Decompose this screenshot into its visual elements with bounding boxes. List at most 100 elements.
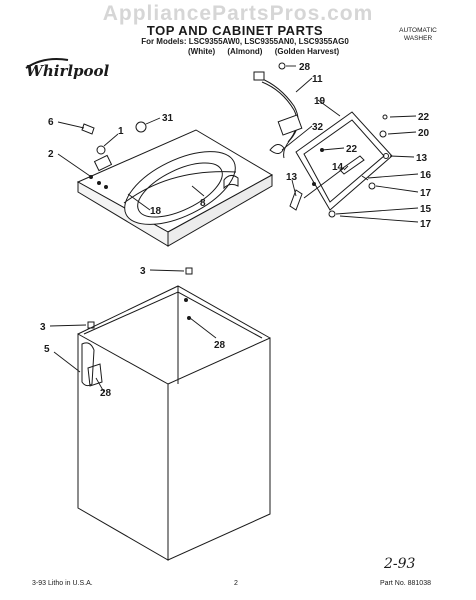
- bracket-28-low: [87, 363, 103, 387]
- callout-28-mid: 28: [214, 340, 226, 351]
- leader-32: [281, 125, 313, 151]
- pin-16: [361, 175, 369, 181]
- callout-5: 5: [44, 344, 50, 355]
- tub-ring-seam: [123, 171, 237, 204]
- screw-28-top: [278, 62, 286, 70]
- hinge-part-13: [289, 189, 303, 211]
- cabinet-front: [77, 333, 169, 561]
- tub-opening-inner: [137, 162, 223, 218]
- leader-11: [295, 77, 313, 93]
- hinge-part-14: [339, 155, 365, 175]
- footer-page-number: 2: [234, 580, 238, 587]
- handwritten-note: 2-93: [384, 556, 416, 572]
- callout-22-top: 22: [418, 112, 430, 123]
- top-left-bracket: [93, 154, 113, 172]
- lid-hinge-hole-b: [312, 182, 316, 186]
- model-numbers: For Models: LSC9355AW0, LSC9355AN0, LSC9…: [141, 37, 349, 46]
- appliance-type: AUTOMATIC WASHER: [388, 27, 448, 43]
- clip-part-6: [81, 123, 95, 135]
- cabinet-screw-hole-a: [184, 298, 188, 302]
- callout-28-top: 28: [299, 62, 311, 73]
- leader-19: [317, 99, 341, 117]
- callout-8: 8: [200, 198, 206, 209]
- tub-opening: [124, 151, 236, 225]
- leader-28-mid: [189, 317, 217, 339]
- callout-28-low: 28: [100, 388, 112, 399]
- callout-19: 19: [314, 96, 326, 107]
- lid-hinge-recess: [223, 174, 239, 190]
- footer-litho: 3-93 Litho in U.S.A.: [32, 580, 93, 587]
- watermark: AppliancePartsPros.com: [102, 2, 374, 25]
- leader-1: [103, 133, 119, 147]
- clip-part-3-top: [185, 267, 193, 275]
- callout-14: 14: [332, 162, 344, 173]
- leader-14: [343, 165, 349, 171]
- leader-22-top: [389, 115, 417, 118]
- washer-top-side-edge: [167, 174, 273, 247]
- leader-2: [57, 153, 91, 177]
- top-screw-hole-b: [97, 181, 101, 185]
- callout-22-mid: 22: [346, 144, 358, 155]
- top-screw-hole-a: [89, 175, 93, 179]
- leader-3-bottom: [49, 324, 87, 327]
- clip-part-1: [96, 145, 106, 155]
- callout-13-right: 13: [416, 153, 428, 164]
- callout-3-bottom: 3: [40, 322, 46, 333]
- page-title: TOP AND CABINET PARTS: [146, 23, 324, 38]
- color-golden-harvest: (Golden Harvest): [274, 47, 340, 56]
- leader-15: [335, 207, 419, 215]
- callout-32: 32: [312, 122, 324, 133]
- leader-17-a: [375, 185, 419, 193]
- clip-part-31: [135, 121, 147, 133]
- washer-15: [328, 210, 336, 218]
- callout-1: 1: [118, 126, 124, 137]
- leader-22-mid: [321, 147, 345, 151]
- cabinet-side: [167, 337, 271, 561]
- color-variants: (White) (Almond) (Golden Harvest): [188, 47, 368, 56]
- leader-13-mid: [291, 179, 297, 197]
- brand-swoosh-icon: [25, 58, 69, 69]
- leader-3-top: [149, 269, 185, 272]
- switch-bracket-32: [269, 144, 285, 154]
- lid-hinge-bar: [303, 167, 345, 199]
- screw-22: [382, 114, 388, 120]
- callout-17-a: 17: [420, 188, 432, 199]
- cabinet-side-bracket-5: [81, 342, 95, 387]
- wire-harness-2: [261, 81, 298, 143]
- leader-28-low: [95, 377, 105, 393]
- leader-20: [387, 131, 417, 135]
- screw-13-right: [383, 153, 389, 159]
- top-screw-hole-c: [104, 185, 108, 189]
- leader-8: [191, 185, 205, 197]
- appliance-type-line2: WASHER: [403, 35, 433, 42]
- color-almond: (Almond): [227, 47, 263, 56]
- callout-13-mid: 13: [286, 172, 298, 183]
- leader-5: [53, 351, 81, 373]
- clip-part-3-bottom: [87, 321, 95, 329]
- appliance-type-line1: AUTOMATIC: [399, 27, 437, 34]
- callout-16: 16: [420, 170, 432, 181]
- callout-20: 20: [418, 128, 430, 139]
- leader-16: [367, 173, 419, 179]
- callout-3-top: 3: [140, 266, 146, 277]
- leader-18: [127, 193, 151, 211]
- footer-part-number: Part No. 881038: [380, 580, 431, 587]
- cabinet-inner-rim: [83, 291, 263, 339]
- leader-13-right: [389, 155, 415, 158]
- lid-switch: [277, 114, 303, 136]
- leader-6: [57, 121, 85, 129]
- brand-logo: Whirlpool: [26, 62, 110, 80]
- screw-17-a: [368, 182, 376, 190]
- callout-18: 18: [150, 206, 162, 217]
- callout-15: 15: [420, 204, 432, 215]
- callout-17-b: 17: [420, 219, 432, 230]
- color-white: (White): [188, 47, 216, 56]
- bumper-20: [379, 130, 387, 138]
- callout-31: 31: [162, 113, 174, 124]
- callout-11: 11: [312, 74, 323, 85]
- callout-2: 2: [48, 149, 54, 160]
- leader-31: [145, 117, 161, 125]
- leader-17-b: [339, 215, 419, 223]
- callout-6: 6: [48, 117, 54, 128]
